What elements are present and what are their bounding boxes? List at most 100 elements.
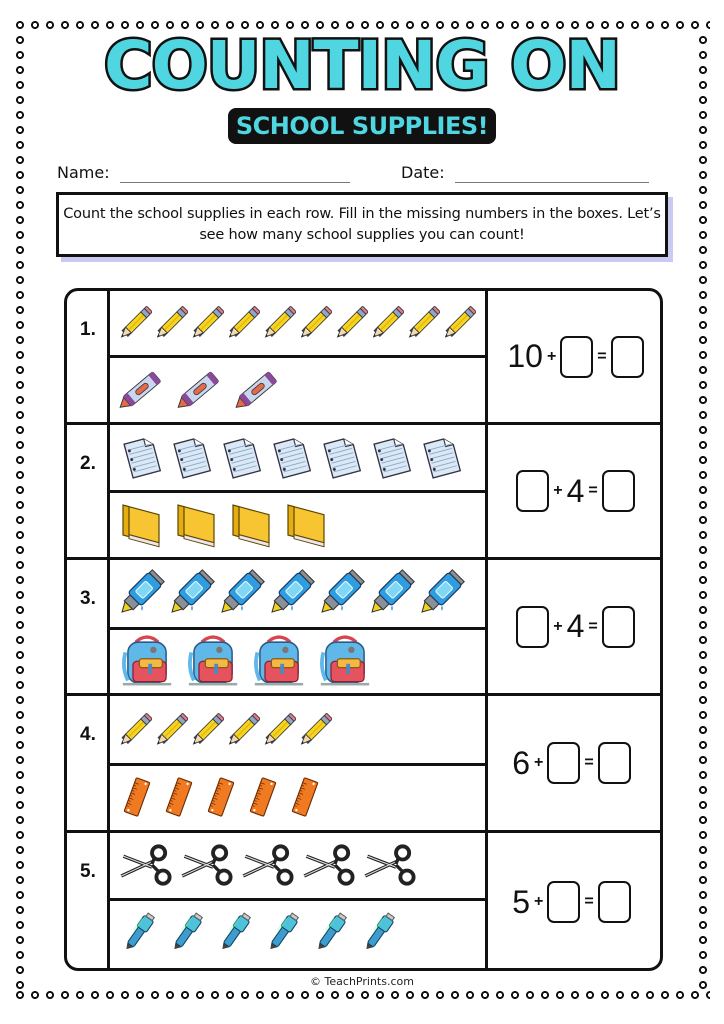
answer-box-addend[interactable] — [516, 470, 550, 512]
equals-sign: = — [584, 893, 594, 910]
book-icon — [174, 497, 224, 551]
equation-column-divider — [485, 291, 488, 968]
pencil-icon — [263, 704, 296, 756]
page-subtitle: SCHOOL SUPPLIES! — [227, 108, 497, 144]
pen-icon — [311, 901, 353, 965]
pencil-icon — [227, 297, 260, 349]
pen-icon — [167, 901, 209, 965]
pencil-icon — [191, 704, 224, 756]
problem-divider — [67, 693, 660, 696]
paper-icon — [269, 431, 314, 483]
pen-icon — [215, 901, 257, 965]
page-title: COUNTING ON — [102, 25, 624, 107]
glue-icon — [419, 564, 465, 620]
date-field[interactable] — [455, 182, 649, 183]
ruler-icon — [203, 768, 239, 826]
pencil-icon — [335, 297, 368, 349]
paper-icon — [369, 431, 414, 483]
book-icon — [284, 497, 334, 551]
plus-sign: + — [546, 347, 557, 365]
addend-right: 4 — [566, 472, 585, 509]
book-icon — [119, 497, 169, 551]
scissors-icon — [363, 839, 418, 891]
equation-3: + 4 = — [488, 560, 660, 693]
name-date-row: Name: Date: — [57, 163, 649, 187]
plus-sign: + — [553, 482, 563, 499]
ruler-icon — [161, 768, 197, 826]
problem-number: 5. — [80, 861, 96, 882]
scissors-icon — [302, 839, 357, 891]
pencil-icon — [263, 297, 296, 349]
name-field[interactable] — [120, 182, 350, 183]
paper-icon — [319, 431, 364, 483]
pencil-icon — [371, 297, 404, 349]
equals-sign: = — [588, 617, 598, 635]
scissors-icon — [119, 839, 174, 891]
answer-box-sum[interactable] — [601, 470, 635, 512]
pen-row — [119, 903, 401, 963]
answer-box-addend[interactable] — [547, 881, 581, 923]
ruler-icon — [245, 768, 281, 826]
answer-box-sum[interactable] — [597, 881, 631, 923]
crayon-icon — [235, 363, 281, 415]
pencil-icon — [443, 297, 476, 349]
pencil-icon — [119, 704, 152, 756]
pencil-icon — [191, 297, 224, 349]
backpack-icon — [251, 630, 307, 690]
crayon-row — [119, 359, 281, 419]
pen-icon — [263, 901, 305, 965]
equation-2: + 4 = — [488, 425, 660, 557]
pencil-icon — [299, 297, 332, 349]
answer-box-sum[interactable] — [597, 742, 631, 784]
pencil-icon — [227, 704, 260, 756]
ruler-icon — [119, 768, 155, 826]
dotted-border-top — [14, 19, 710, 31]
name-label: Name: — [57, 163, 110, 182]
answer-box-addend[interactable] — [516, 605, 550, 648]
pencil-row — [119, 293, 476, 353]
answer-box-sum[interactable] — [601, 605, 635, 648]
pen-icon — [119, 901, 161, 965]
plus-sign: + — [534, 754, 544, 771]
answer-box-addend[interactable] — [560, 335, 594, 378]
glue-icon — [319, 564, 365, 620]
ruler-icon — [287, 768, 323, 826]
answer-box-addend[interactable] — [547, 742, 581, 784]
glue-icon — [219, 564, 265, 620]
copyright-footer: © TeachPrints.com — [310, 975, 414, 988]
problem-1: 1. 10 + = — [67, 291, 660, 422]
pen-icon — [359, 901, 401, 965]
equals-sign: = — [588, 482, 598, 499]
date-label: Date: — [401, 163, 445, 182]
crayon-icon — [177, 363, 223, 415]
pencil-icon — [155, 704, 188, 756]
scissors-icon — [180, 839, 235, 891]
addend-right: 4 — [566, 608, 585, 644]
ruler-row — [119, 767, 323, 827]
addend-left: 6 — [512, 744, 531, 781]
backpack-icon — [119, 630, 175, 690]
answer-box-sum[interactable] — [610, 335, 644, 378]
addend-left: 5 — [512, 883, 531, 920]
plus-sign: + — [553, 617, 563, 635]
glue-row — [119, 562, 465, 622]
dotted-border-left — [14, 34, 26, 990]
problem-number: 3. — [80, 588, 96, 609]
book-icon — [229, 497, 279, 551]
row-divider — [110, 355, 486, 358]
problem-divider — [67, 830, 660, 833]
pencil-row — [119, 700, 332, 760]
dotted-border-bottom — [14, 989, 710, 1001]
instructions-box: Count the school supplies in each row. F… — [56, 192, 668, 257]
pencil-icon — [119, 297, 152, 349]
problem-5: 5. 5 + = — [67, 833, 660, 971]
problem-divider — [67, 422, 660, 425]
row-divider — [110, 490, 486, 493]
equation-4: 6 + = — [488, 696, 660, 830]
dotted-border-right — [697, 34, 709, 990]
problem-number: 4. — [80, 724, 96, 745]
scissors-icon — [241, 839, 296, 891]
plus-sign: + — [534, 893, 544, 910]
row-divider — [110, 627, 486, 630]
backpack-row — [119, 630, 373, 690]
